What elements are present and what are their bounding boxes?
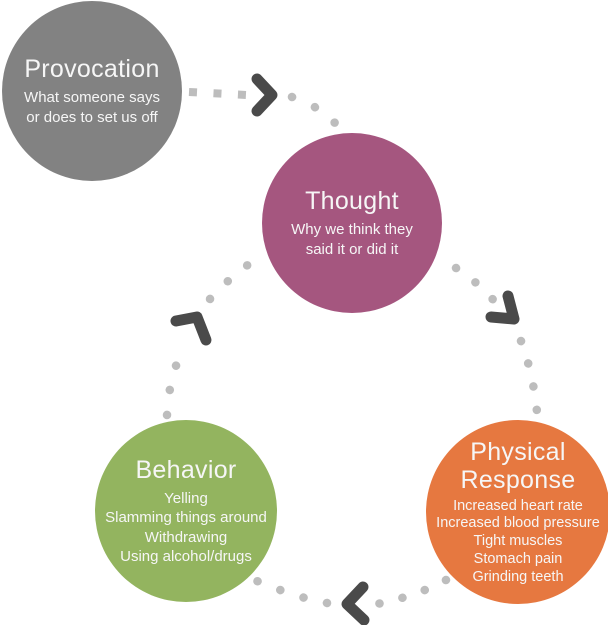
node-thought-title: Thought (305, 187, 399, 216)
dotted-path-thought-to-physical-a (451, 263, 501, 308)
node-behavior: Behavior Yelling Slamming things around … (95, 420, 277, 602)
node-physical-response: Physical Response Increased heart rate I… (426, 420, 608, 604)
node-physical-response-title: Physical Response (460, 437, 576, 494)
node-provocation-title: Provocation (24, 55, 160, 84)
chevron-up-icon (170, 311, 212, 346)
dotted-path-provocation-to-thought (188, 88, 248, 99)
dotted-path-thought-to-physical-b (516, 336, 542, 417)
node-provocation-description: What someone says or does to set us off (24, 89, 160, 126)
chevron-down-icon (485, 290, 520, 325)
dotted-path-behavior-to-thought-a (162, 338, 191, 420)
chevron-right-icon (251, 73, 278, 117)
chevron-left-icon (341, 581, 370, 625)
dotted-path-physical-to-behavior-b (252, 576, 332, 608)
node-behavior-description: Yelling Slamming things around Withdrawi… (105, 490, 267, 565)
node-behavior-title: Behavior (135, 456, 237, 485)
dotted-path-behavior-to-thought-b (205, 259, 254, 304)
node-physical-response-description: Increased heart rate Increased blood pre… (436, 497, 600, 585)
node-thought-description: Why we think they said it or did it (291, 221, 413, 258)
dotted-path-into-thought (287, 92, 341, 129)
node-thought: Thought Why we think they said it or did… (262, 133, 442, 313)
node-provocation: Provocation What someone says or does to… (2, 1, 182, 181)
